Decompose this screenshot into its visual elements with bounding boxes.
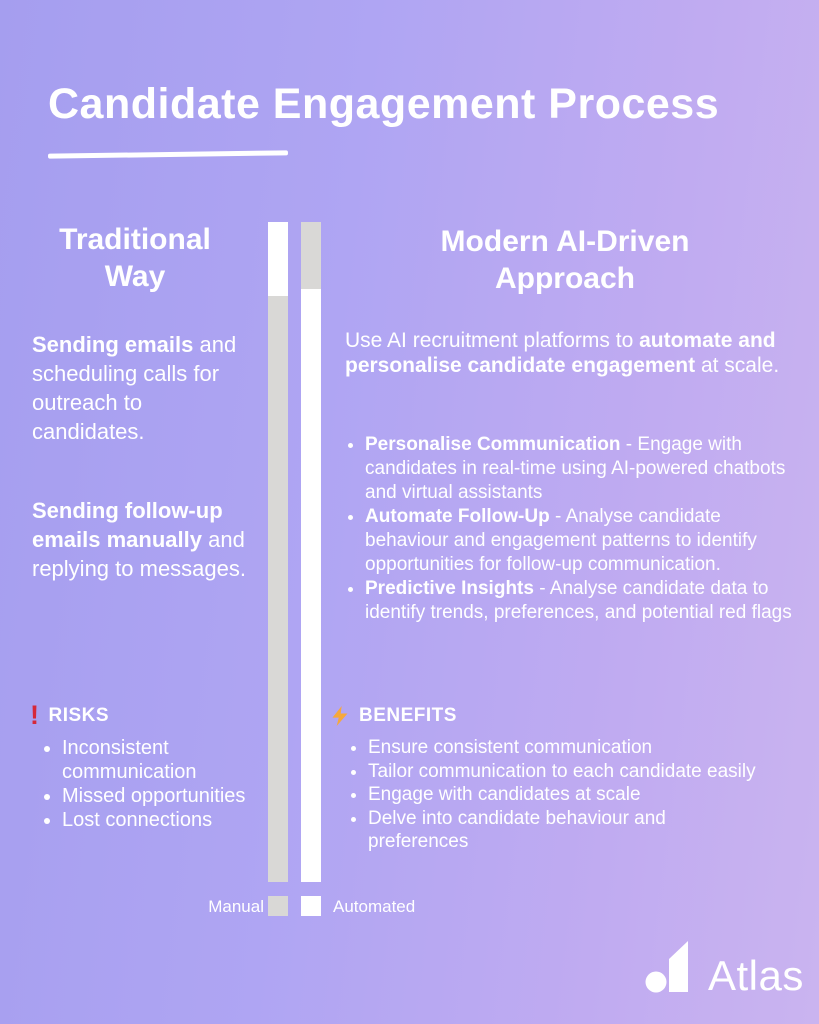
traditional-automated-segment (268, 222, 288, 296)
intro-pre: Use AI recruitment platforms to (345, 329, 640, 352)
page-title: Candidate Engagement Process (48, 80, 720, 128)
risks-section: ! RISKS Inconsistent communication Misse… (30, 700, 270, 832)
paragraph-1-bold: Sending emails (32, 332, 194, 357)
traditional-paragraph-1: Sending emails and scheduling calls for … (32, 330, 257, 446)
intro-post: at scale. (695, 354, 780, 377)
modern-automated-segment (301, 289, 321, 882)
risks-header: ! RISKS (30, 700, 270, 730)
brand-name: Atlas (708, 952, 804, 999)
risks-list: Inconsistent communication Missed opport… (30, 736, 260, 832)
manual-swatch (268, 896, 288, 916)
exclamation-icon: ! (30, 700, 40, 730)
benefits-section: BENEFITS Ensure consistent communication… (330, 705, 805, 854)
modern-bullet-list: Personalise Communication - Engage with … (345, 433, 800, 625)
risk-item: Missed opportunities (62, 784, 260, 808)
benefit-item: Ensure consistent communication (368, 736, 770, 760)
bullet-1-bold: Automate Follow-Up (365, 506, 550, 527)
atlas-logo-icon (645, 941, 688, 993)
bullet-0-rest: - Engage with candidates in real-time us… (365, 434, 786, 503)
paragraph-2-rest: and replying to messages. (32, 527, 246, 581)
risk-item: Inconsistent communication (62, 736, 260, 784)
traditional-heading: Traditional Way (59, 223, 211, 293)
title-underline (47, 150, 289, 159)
modern-bullet-item: Automate Follow-Up - Analyse candidate b… (365, 505, 800, 577)
bullet-2-bold: Predictive Insights (365, 578, 534, 599)
benefit-item: Tailor communication to each candidate e… (368, 760, 770, 784)
modern-heading: Modern AI-Driven Approach (440, 225, 690, 295)
modern-bullet-item: Predictive Insights - Analyse candidate … (365, 577, 800, 625)
traditional-manual-segment (268, 296, 288, 882)
bullet-0-bold: Personalise Communication (365, 434, 621, 455)
paragraph-2-bold: Sending follow-up emails manually (32, 498, 223, 552)
modern-bar (301, 222, 321, 882)
bullet-1-rest: - Analyse candidate behaviour and engage… (365, 506, 757, 575)
automated-swatch (301, 896, 321, 916)
benefit-item: Delve into candidate behaviour and prefe… (368, 807, 770, 854)
modern-manual-segment (301, 222, 321, 289)
traditional-paragraph-2: Sending follow-up emails manually and re… (32, 496, 257, 583)
intro-bold: automate and personalise candidate engag… (345, 329, 776, 377)
modern-intro: Use AI recruitment platforms to automate… (345, 328, 785, 378)
modern-bullet-item: Personalise Communication - Engage with … (365, 433, 800, 505)
benefits-label: BENEFITS (359, 705, 457, 726)
paragraph-1-rest: and scheduling calls for outreach to can… (32, 332, 237, 444)
brand-footer: Atlas (645, 940, 803, 999)
legend-label-manual: Manual (208, 897, 264, 916)
traditional-bar (268, 222, 288, 882)
legend-label-automated: Automated (333, 897, 416, 916)
benefits-list: Ensure consistent communication Tailor c… (330, 736, 770, 854)
benefit-item: Engage with candidates at scale (368, 783, 770, 807)
risks-label: RISKS (48, 705, 110, 726)
lightning-icon (332, 706, 348, 726)
bullet-2-rest: - Analyse candidate data to identify tre… (365, 578, 792, 623)
benefits-header: BENEFITS (330, 705, 805, 727)
risk-item: Lost connections (62, 808, 260, 832)
